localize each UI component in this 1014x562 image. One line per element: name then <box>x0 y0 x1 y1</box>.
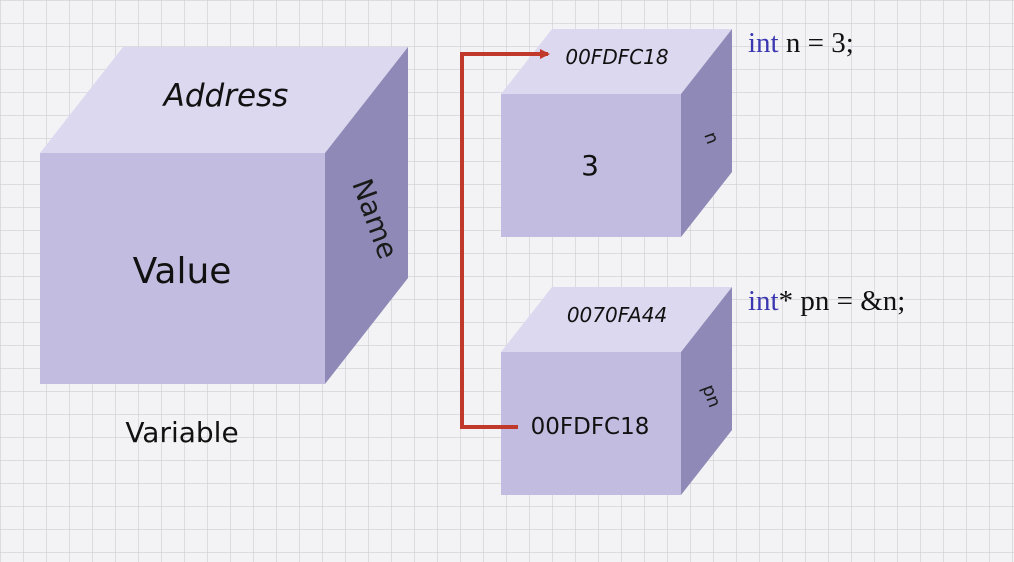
variable-caption: Variable <box>125 416 238 449</box>
n-code-rest: n = 3; <box>779 27 854 59</box>
pointer-arrow <box>460 49 550 429</box>
pn-address-label: 0070FA44 <box>567 303 667 327</box>
n-declaration-code: int n = 3; <box>748 27 854 59</box>
n-cube-side-face <box>681 29 732 237</box>
n-cube-front-face <box>501 94 681 237</box>
variable-cube-front-face <box>40 153 325 384</box>
value-label: Value <box>133 251 232 292</box>
pn-cube-front-face <box>501 352 681 495</box>
variable-cube: Address Value Name <box>40 47 408 384</box>
variable-n-cube: 00FDFC18 3 n <box>501 29 732 237</box>
n-address-label: 00FDFC18 <box>565 45 668 69</box>
variable-cube-side-face <box>325 47 408 384</box>
svg-text:int n = 3;: int n = 3; <box>748 27 854 59</box>
pn-cube-top-face <box>501 287 732 352</box>
pn-value-label: 00FDFC18 <box>531 414 650 440</box>
pn-declaration-code: int* pn = &n; <box>748 285 905 317</box>
pn-code-rest: * pn = &n; <box>779 285 906 317</box>
variable-cube-top-face <box>40 47 408 153</box>
n-cube-top-face <box>501 29 732 94</box>
pn-cube-side-face <box>681 287 732 495</box>
variable-pn-cube: 0070FA44 00FDFC18 pn <box>501 287 732 495</box>
n-value-label: 3 <box>581 149 599 182</box>
n-code-keyword: int <box>748 27 779 59</box>
pn-code-keyword: int <box>748 285 779 317</box>
address-label: Address <box>162 78 289 114</box>
svg-text:int* pn = &n;: int* pn = &n; <box>748 285 905 317</box>
